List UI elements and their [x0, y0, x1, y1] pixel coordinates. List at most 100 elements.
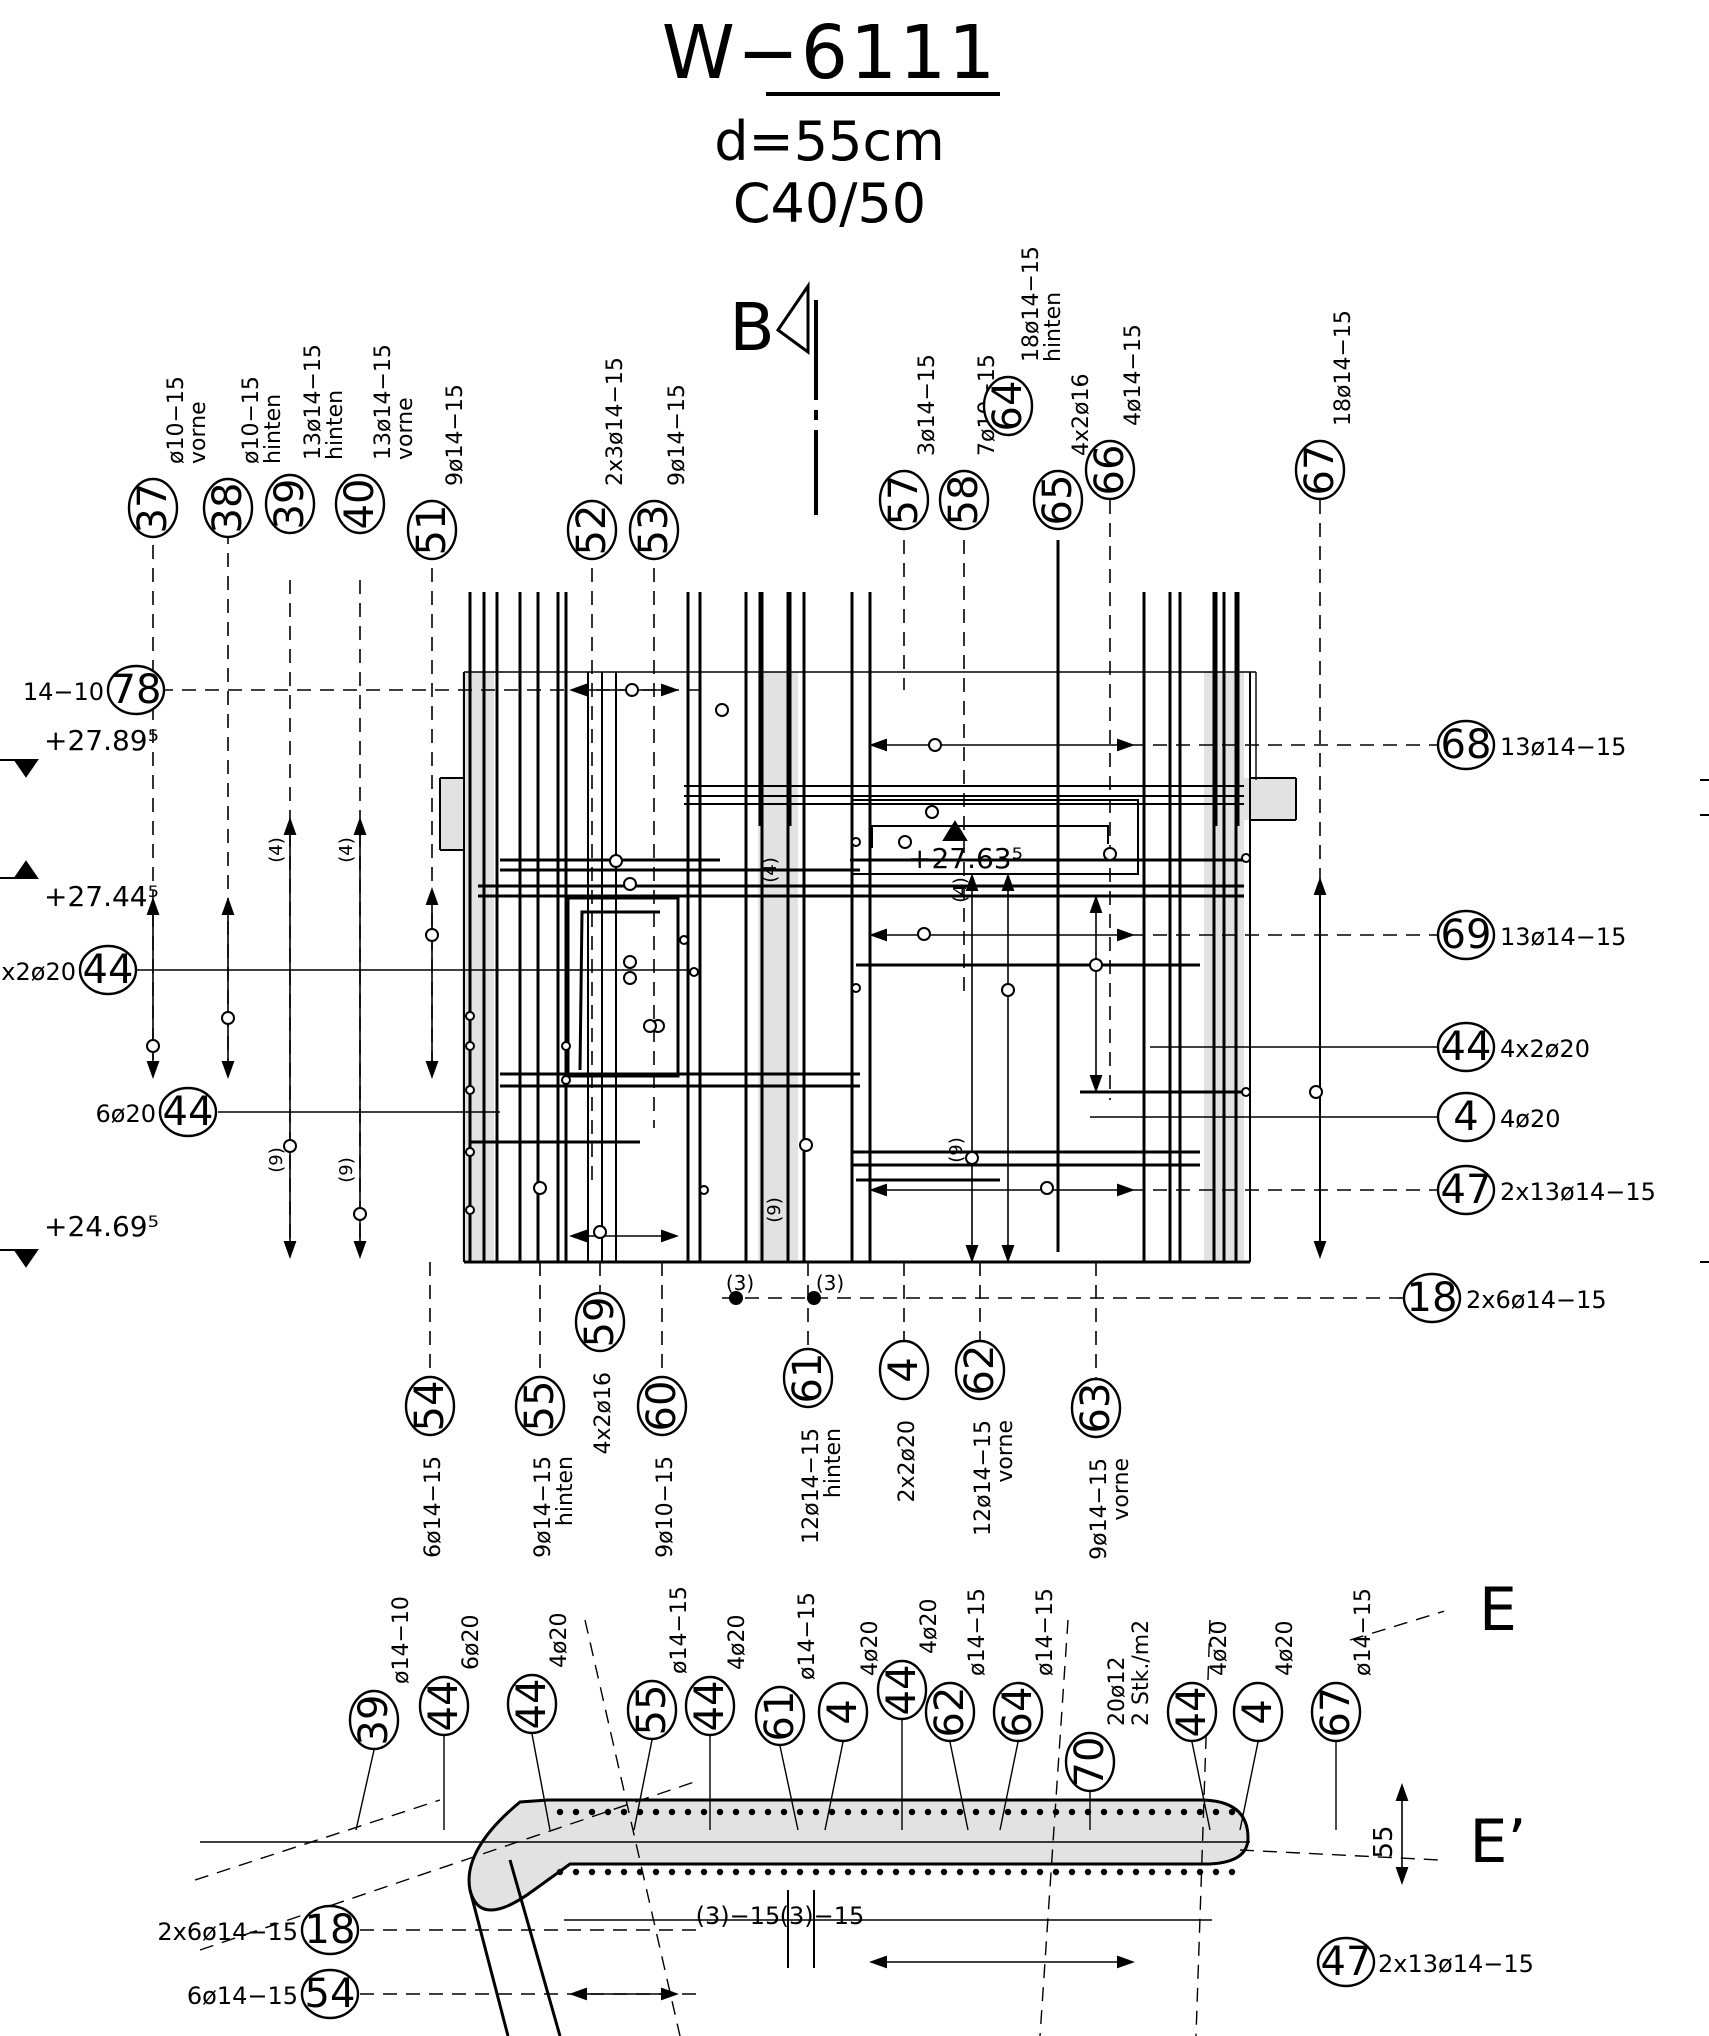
section-arrow	[775, 281, 810, 355]
right-callout-number: 4	[1453, 1094, 1478, 1140]
right-callout-spec: 2x13ø14−15	[1500, 1178, 1656, 1206]
plan-bar	[1116, 1808, 1124, 1816]
plan-bar	[844, 1808, 852, 1816]
plan-bar	[1228, 1808, 1236, 1816]
count-mark-3: (3)	[816, 1271, 844, 1295]
plan-bar	[1196, 1808, 1204, 1816]
plan-bar	[1164, 1868, 1172, 1876]
plan-bar	[796, 1868, 804, 1876]
dimension-arrow	[569, 1229, 587, 1243]
bar-section	[799, 1138, 813, 1152]
bottom-callout-note: vorne	[1109, 1458, 1134, 1521]
bottom-callout-note: hinten	[553, 1456, 578, 1526]
plan-dimension: 55	[1369, 1825, 1399, 1858]
leader-line	[194, 1799, 441, 1881]
top-callout-note: hinten	[323, 390, 348, 460]
plan-bar	[1180, 1868, 1188, 1876]
bottom-callout-bubble	[1070, 1377, 1122, 1439]
dimension-arrow	[425, 1061, 439, 1079]
top-callout-bubble	[1294, 439, 1346, 501]
rebar-line	[508, 1859, 562, 2036]
right-callout-number: 68	[1441, 722, 1492, 768]
leader-line	[1349, 1609, 1449, 1641]
dimension-arrow	[1313, 1241, 1327, 1259]
plan-bar	[1132, 1868, 1140, 1876]
leader-line	[199, 1779, 701, 1951]
plan-bar	[1004, 1808, 1012, 1816]
plan-left-callout-number: 54	[305, 1971, 356, 2017]
bar-section	[221, 1011, 235, 1025]
plan-bar	[588, 1868, 596, 1876]
plan-callout-number: 44	[1169, 1687, 1215, 1738]
plan-bar	[780, 1868, 788, 1876]
plan-bar	[796, 1808, 804, 1816]
right-callout-spec: 13ø14−15	[1500, 733, 1626, 761]
right-callout-number: 47	[1441, 1167, 1492, 1213]
plan-callout-number: 55	[629, 1685, 675, 1736]
bar-section	[965, 1151, 979, 1165]
right-callout-bubble	[1436, 909, 1496, 961]
dimension-arrow	[283, 1241, 297, 1259]
plan-callout-spec: ø14−15	[795, 1592, 820, 1680]
wall-thickness: d=55cm	[714, 110, 945, 173]
top-callout-number: 67	[1297, 445, 1343, 496]
bar-section	[623, 971, 637, 985]
plan-bar	[1228, 1868, 1236, 1876]
rebar-line	[531, 1733, 551, 1831]
plan-callout-number: 61	[757, 1691, 803, 1742]
plan-bar	[876, 1868, 884, 1876]
top-callout-number: 57	[881, 475, 927, 526]
section-marker-b: B	[729, 289, 774, 366]
right-callout-spec: 4x2ø20	[1500, 1035, 1590, 1063]
plan-bar	[1164, 1808, 1172, 1816]
top-callout-spec: 9ø14−15	[443, 384, 468, 486]
bottom-callout-spec: 12ø14−15	[799, 1428, 824, 1544]
plan-bar	[1132, 1808, 1140, 1816]
dimension-arrow	[1001, 873, 1015, 891]
count-mark-4: (4)	[266, 837, 287, 863]
plan-bar	[972, 1868, 980, 1876]
count-mark-4: (4)	[950, 877, 971, 903]
plan-callout-number: 62	[927, 1687, 973, 1738]
right-callout-spec: 4ø20	[1500, 1105, 1561, 1133]
stirrup-leg	[578, 910, 660, 1071]
section-e-circle	[1444, 1554, 1552, 1662]
dimension-arrow	[1117, 1955, 1135, 1969]
top-callout-number: 40	[337, 479, 383, 530]
top-callout-number: 38	[205, 483, 251, 534]
dimension-arrow	[965, 873, 979, 891]
left-callout-bubble	[158, 1086, 218, 1138]
plan-bar	[828, 1868, 836, 1876]
bar-section	[1040, 1181, 1054, 1195]
left-callout-spec: 6ø20	[96, 1100, 157, 1128]
plan-bar	[876, 1808, 884, 1816]
plan-callout-number: 67	[1313, 1687, 1359, 1738]
plan-bar	[988, 1808, 996, 1816]
plan-right-callout-spec: 2x13ø14−15	[1378, 1950, 1534, 1978]
top-callout-number: 51	[409, 505, 455, 556]
right-callout-bubble	[1436, 719, 1496, 771]
plan-callout-number: 44	[509, 1679, 555, 1730]
plan-callout-spec: 4ø20	[547, 1613, 572, 1668]
plan-right-callout-number: 47	[1321, 1939, 1372, 1985]
bar-section	[533, 1181, 547, 1195]
bottom-callout-note: vorne	[993, 1420, 1018, 1483]
plan-bar	[1212, 1868, 1220, 1876]
bar-section	[1309, 1085, 1323, 1099]
plan-callout-note: 2 Stk./m2	[1129, 1620, 1154, 1726]
elevation-marker	[13, 860, 39, 879]
rebar-line	[468, 1889, 510, 2036]
bottom-callout-bubble	[574, 1291, 626, 1353]
rebar-line	[779, 1745, 799, 1831]
right-callout-number: 18	[1407, 1275, 1458, 1321]
dimension-arrow	[283, 817, 297, 835]
bottom-callout-number: 63	[1073, 1383, 1119, 1434]
plan-bar	[1004, 1868, 1012, 1876]
plan-callout-number: 44	[421, 1681, 467, 1732]
plan-bar	[1068, 1808, 1076, 1816]
bar-section	[609, 854, 623, 868]
bar-section	[353, 1207, 367, 1221]
plan-bar	[860, 1868, 868, 1876]
right-callout-number: 69	[1441, 912, 1492, 958]
plan-callout-bubble	[1064, 1731, 1116, 1793]
